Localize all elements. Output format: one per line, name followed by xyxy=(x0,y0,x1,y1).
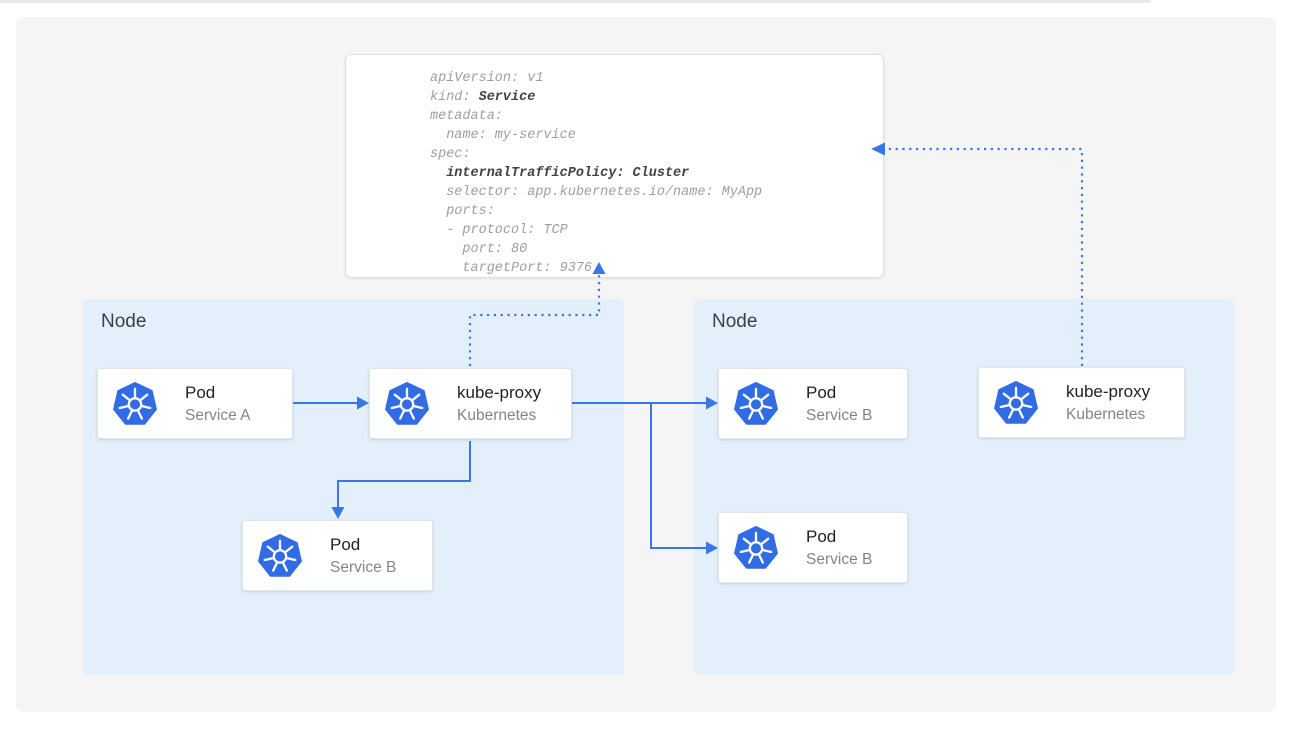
kubernetes-icon xyxy=(993,380,1039,426)
card-subtitle: Service B xyxy=(330,558,397,576)
card-pod-service-b-right-bottom: Pod Service B xyxy=(718,512,908,583)
card-title: Pod xyxy=(330,534,361,554)
node-right: Node xyxy=(694,299,1234,675)
card-title: Pod xyxy=(185,382,216,402)
card-subtitle: Service B xyxy=(806,406,873,424)
kubernetes-icon xyxy=(257,533,303,579)
kubernetes-icon xyxy=(112,381,158,427)
card-subtitle: Kubernetes xyxy=(1066,405,1146,423)
kubernetes-icon xyxy=(733,525,779,571)
card-title: kube-proxy xyxy=(1066,381,1151,401)
card-subtitle: Service A xyxy=(185,406,251,424)
card-subtitle: Service B xyxy=(806,550,873,568)
kubernetes-icon xyxy=(733,381,779,427)
node-left: Node xyxy=(83,299,624,675)
card-pod-service-a: Pod Service A xyxy=(97,368,293,439)
card-kube-proxy-left: kube-proxy Kubernetes xyxy=(369,368,572,439)
node-left-label: Node xyxy=(101,311,147,332)
card-title: kube-proxy xyxy=(457,382,542,402)
top-divider xyxy=(0,0,1151,3)
card-pod-service-b-right-top: Pod Service B xyxy=(718,368,908,439)
card-title: Pod xyxy=(806,382,837,402)
card-kube-proxy-right: kube-proxy Kubernetes xyxy=(978,367,1185,438)
card-subtitle: Kubernetes xyxy=(457,406,537,424)
kubernetes-icon xyxy=(384,381,430,427)
node-right-label: Node xyxy=(712,311,758,332)
card-title: Pod xyxy=(806,526,837,546)
card-pod-service-b-left: Pod Service B xyxy=(242,520,433,591)
